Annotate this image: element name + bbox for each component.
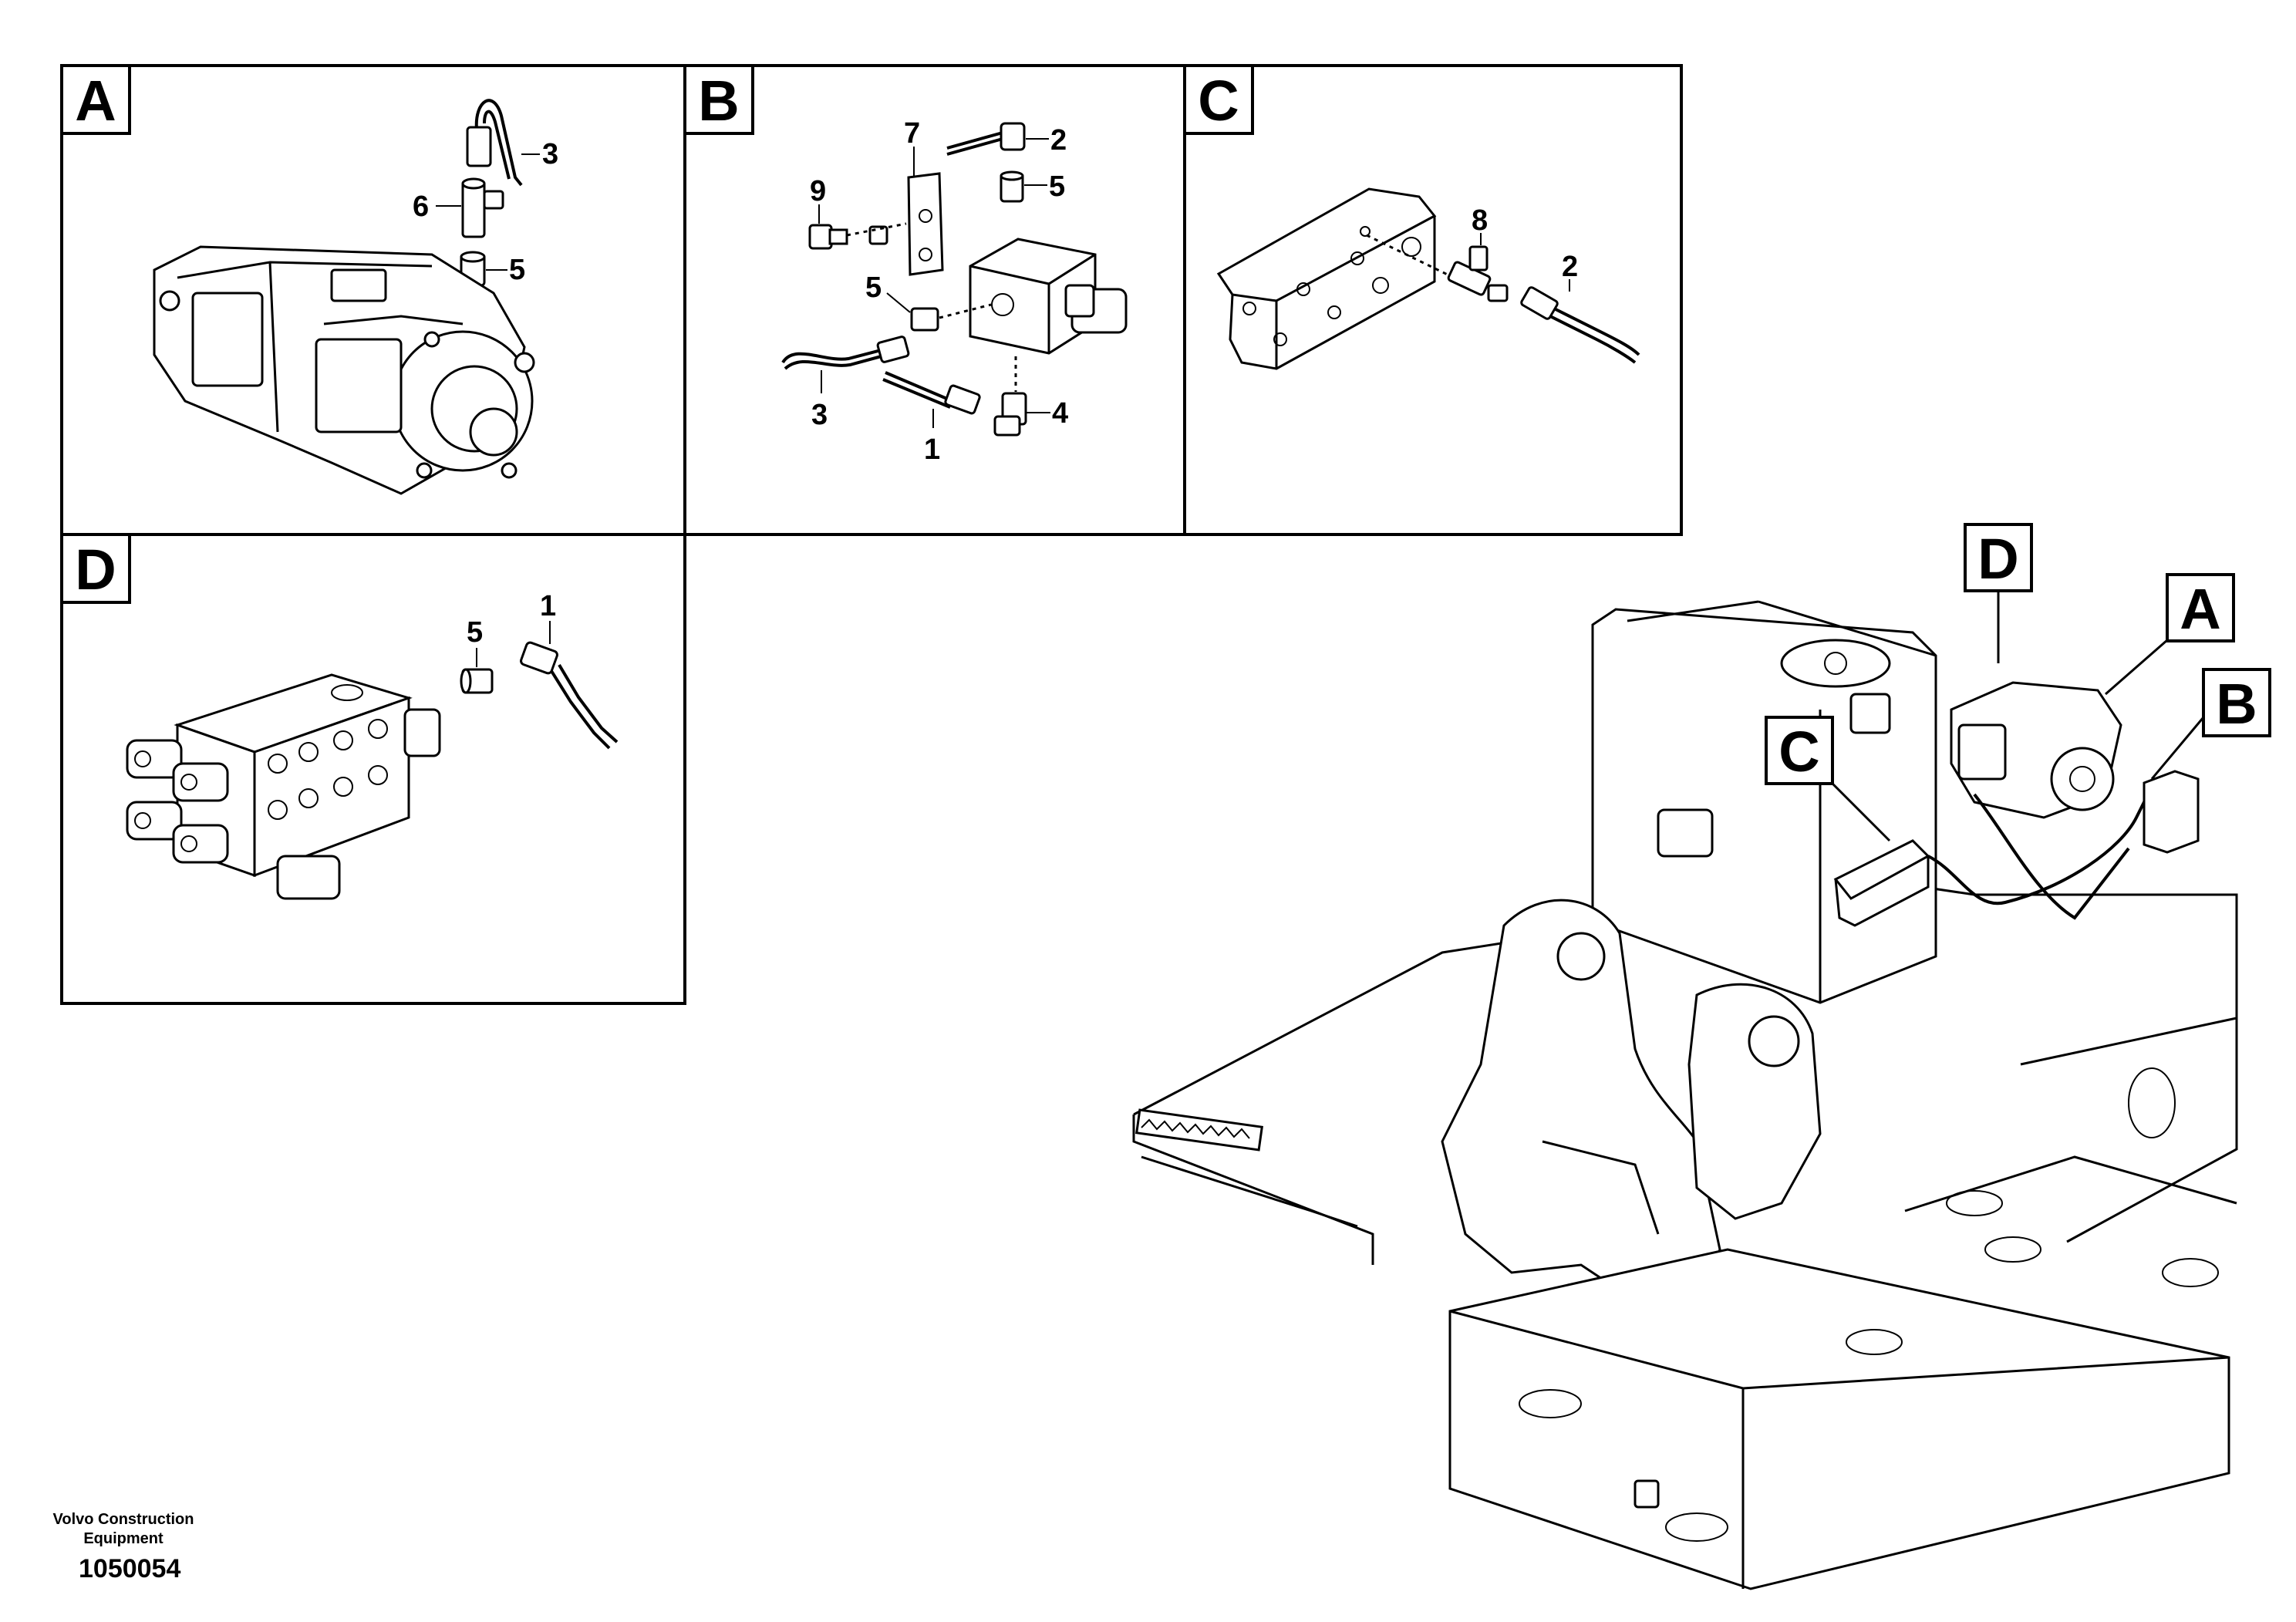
grille-teeth [1141,1118,1250,1139]
callout-a-6: 6 [413,191,429,223]
callout-b-7: 7 [904,117,920,150]
hose-3-b [781,336,910,370]
machine-frame-overview: D A C B [1132,523,2271,1590]
hose-3 [466,99,523,187]
bracket-7 [907,172,944,276]
panel-b-letter: B [698,69,739,133]
callout-d-1: 1 [540,590,556,622]
panel-c-letter: C [1198,69,1239,133]
tee-fitting-6 [461,177,504,238]
overview-letter-c: C [1778,720,1819,784]
panel-a-badge: A [60,64,131,135]
callout-b-1: 1 [924,433,940,466]
overview-badge-a: A [2105,573,2235,696]
hydraulic-pump-illustration [153,245,535,495]
panel-a-letter: A [75,69,116,133]
adapter-5-mid [910,307,939,332]
overview-letter-b: B [2216,672,2257,736]
callout-c-2: 2 [1562,251,1578,283]
overview-badge-d: D [1964,523,2033,663]
panel-d: D 5 1 [60,533,686,1005]
callout-a-3: 3 [542,138,558,170]
overview-badge-b: B [2150,668,2271,780]
company-name: Volvo Construction Equipment [46,1510,201,1549]
callout-a-5: 5 [509,254,525,286]
callout-b-2: 2 [1050,124,1067,157]
overview-pump [1950,681,2122,819]
tee-fitting-8 [1447,245,1509,302]
overview-badge-c: C [1765,716,1891,842]
elbow-4 [993,392,1027,437]
overview-letter-a: A [2180,577,2220,641]
elbow-2 [946,122,1026,156]
callout-b-3: 3 [811,399,828,431]
panel-d-badge: D [60,533,131,604]
overview-letter-d: D [1977,527,2018,591]
hose-1-d [520,641,619,750]
adapter-5-d [460,668,494,694]
adapter-5-top [1000,170,1024,203]
panel-d-letter: D [75,538,116,602]
callout-d-5: 5 [467,616,483,649]
callout-b-5b: 5 [865,271,882,304]
panel-b-badge: B [683,64,754,135]
mounting-plate [1216,187,1437,370]
drawing-number: 1050054 [79,1554,181,1583]
hose-2-c [1520,286,1640,364]
panel-c: C 8 2 [1183,64,1683,536]
callout-c-8: 8 [1472,204,1488,237]
callout-b-5a: 5 [1049,170,1065,203]
adapter-5 [460,251,486,287]
panel-b: B 7 2 5 9 [683,64,1186,536]
callout-b-9: 9 [810,175,826,207]
valve-block [969,238,1128,355]
panel-a: A 3 6 5 [60,64,686,536]
callout-b-4: 4 [1052,397,1068,430]
panel-c-badge: C [1183,64,1254,135]
company-line-2: Equipment [83,1530,164,1547]
company-line-1: Volvo Construction [52,1511,194,1528]
hose-1-b [882,371,981,415]
valve-manifold [126,673,441,900]
bolt-9 [808,224,888,250]
